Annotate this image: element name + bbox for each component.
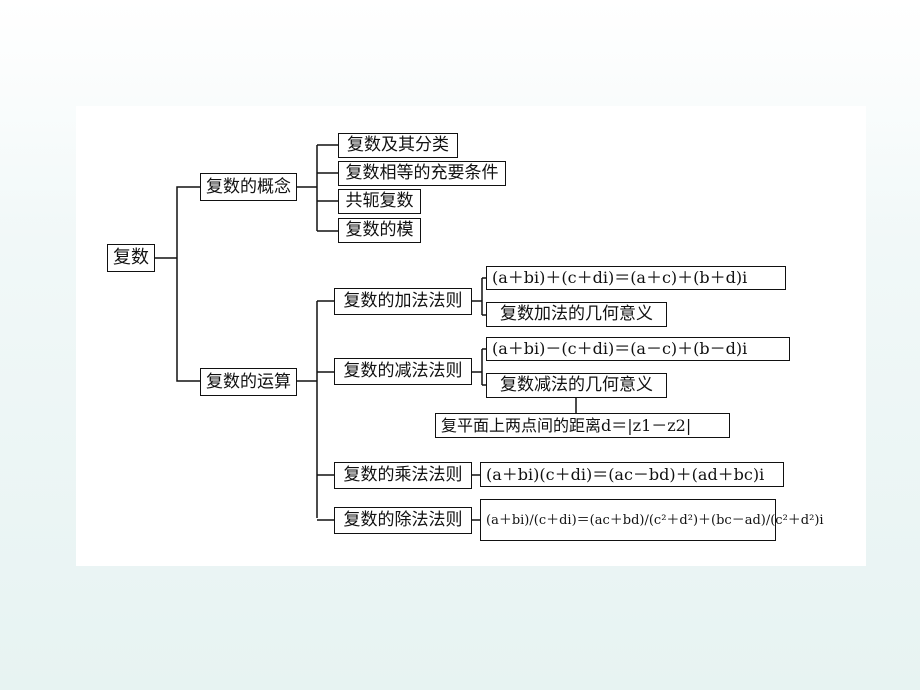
concept-item-modulus: 复数的模 [338,218,421,243]
root-node: 复数 [107,244,155,272]
subtraction-formula: (a＋bi)－(c＋di)＝(a－c)＋(b－d)i [486,337,790,361]
concept-item-equality-condition: 复数相等的充要条件 [338,161,506,186]
addition-rule-node: 复数的加法法则 [334,288,472,315]
operations-node: 复数的运算 [200,368,297,396]
multiplication-rule-node: 复数的乘法法则 [334,462,472,489]
connector-lines [155,144,577,521]
concept-item-conjugate: 共轭复数 [338,189,421,214]
addition-formula: (a＋bi)＋(c＋di)＝(a＋c)＋(b＋d)i [486,266,786,290]
division-rule-node: 复数的除法法则 [334,507,472,534]
distance-formula: 复平面上两点间的距离d＝|z1－z2| [435,413,730,438]
addition-geometric-meaning: 复数加法的几何意义 [486,302,667,327]
concept-map-panel: 复数 复数的概念 复数及其分类 复数相等的充要条件 共轭复数 复数的模 复数的运… [76,106,866,566]
subtraction-rule-node: 复数的减法法则 [334,358,472,385]
concept-item-classification: 复数及其分类 [338,133,458,158]
concept-node: 复数的概念 [200,173,297,201]
division-formula: (a＋bi)/(c＋di)＝(ac＋bd)/(c²＋d²)＋(bc－ad)/(c… [480,499,824,541]
subtraction-geometric-meaning: 复数减法的几何意义 [486,373,667,398]
multiplication-formula: (a＋bi)(c＋di)＝(ac－bd)＋(ad＋bc)i [480,462,784,487]
